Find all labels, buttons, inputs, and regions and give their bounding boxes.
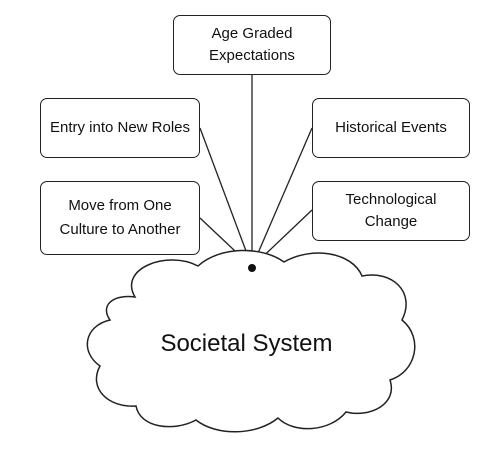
connector-entry [199,127,253,268]
node-label: Move from One Culture to Another [59,197,181,238]
node-label: Technological Change [345,190,437,231]
node-move-from-one-culture: Move from One Culture to Another [40,181,200,255]
hub-point [248,264,256,272]
node-technological-change: Technological Change [312,181,470,241]
node-label: Historical Events [335,118,447,136]
center-label: Societal System [160,330,333,357]
node-entry-into-new-roles: Entry into New Roles [40,98,200,158]
node-label: Entry into New Roles [49,118,191,136]
cloud-shape [86,249,416,433]
node-label: Age Graded Expectations [209,24,295,65]
connector-historical [251,127,313,268]
node-historical-events: Historical Events [312,98,470,158]
node-age-graded-expectations: Age Graded Expectations [173,15,331,75]
